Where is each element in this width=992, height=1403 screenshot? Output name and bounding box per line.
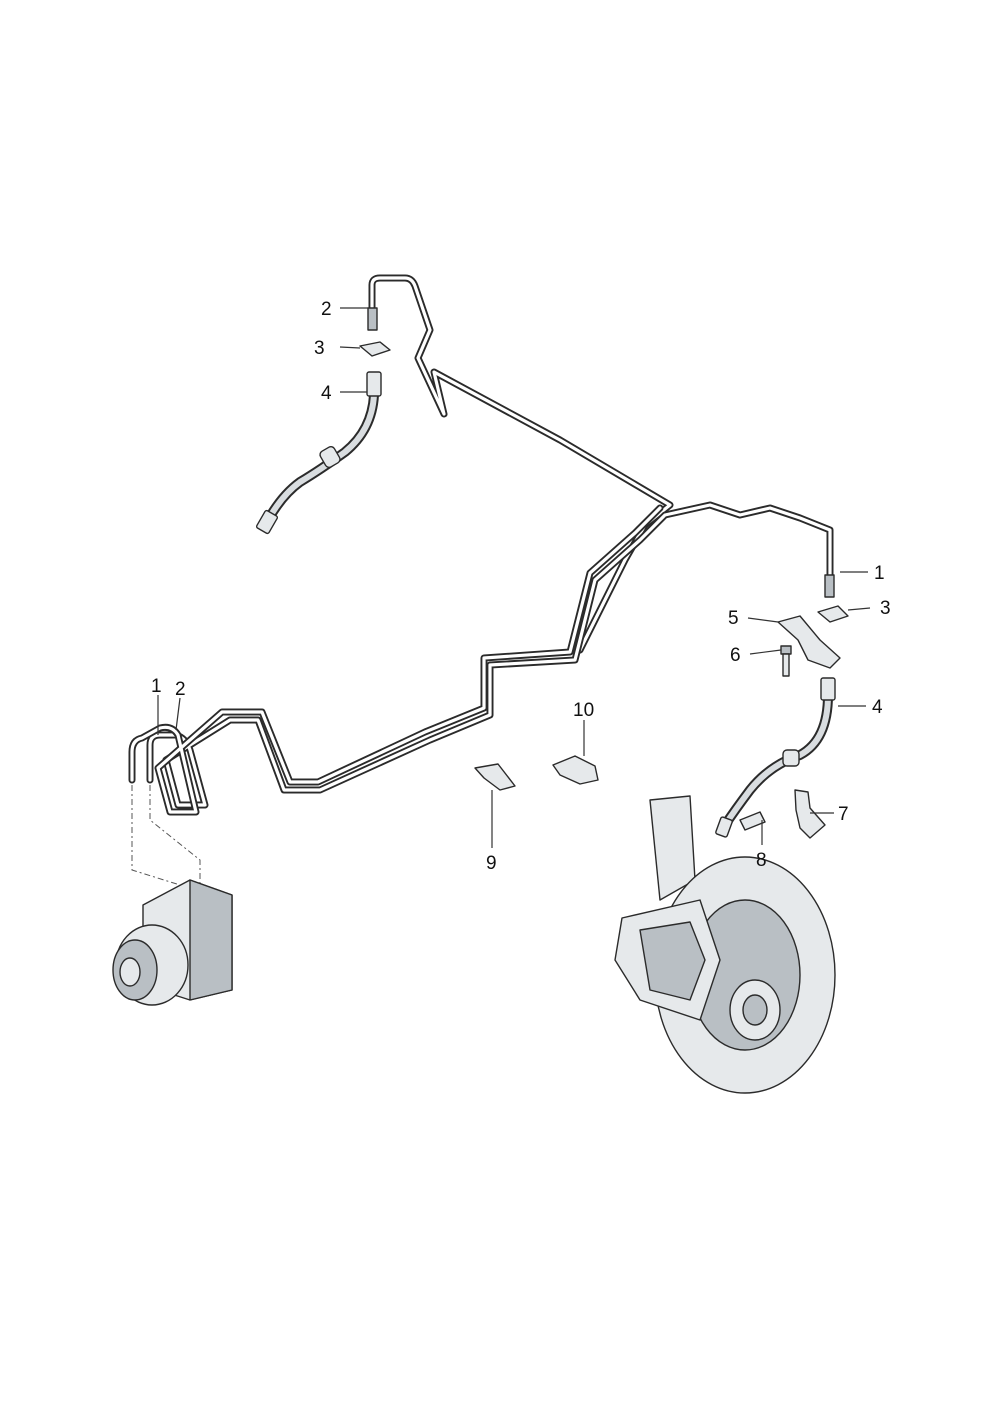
retaining-clip-right [817, 605, 849, 623]
callout-1-left: 1 [151, 676, 162, 697]
brake-hose-rear [715, 677, 836, 838]
brake-hose-front [255, 371, 382, 535]
callout-4-right: 4 [872, 697, 883, 718]
callout-4-top: 4 [321, 383, 332, 404]
retaining-clip-top [359, 341, 391, 357]
callout-6: 6 [730, 645, 741, 666]
brake-disc-assembly [614, 795, 836, 1094]
callout-8: 8 [756, 850, 767, 871]
clip-9 [474, 763, 516, 791]
union-screw-right [824, 574, 835, 598]
bolt-6 [780, 645, 792, 677]
callout-7: 7 [838, 804, 849, 825]
callout-3-right: 3 [880, 598, 891, 619]
callout-1-right: 1 [874, 563, 885, 584]
callout-9: 9 [486, 853, 497, 874]
bolt-8 [739, 811, 766, 831]
brake-pipes [128, 274, 834, 816]
callout-5: 5 [728, 608, 739, 629]
holder-10 [552, 755, 599, 785]
callouts: 2 3 4 1 3 5 6 4 7 8 9 10 1 2 [151, 299, 891, 874]
callout-10: 10 [573, 700, 594, 721]
callout-3-top: 3 [314, 338, 325, 359]
abs-unit [112, 785, 233, 1006]
callout-2-left: 2 [175, 679, 186, 700]
union-screw-top [367, 307, 378, 331]
callout-2-top: 2 [321, 299, 332, 320]
bracket-7 [794, 789, 826, 839]
leader-lines [157, 307, 871, 848]
bracket-5 [777, 615, 841, 669]
